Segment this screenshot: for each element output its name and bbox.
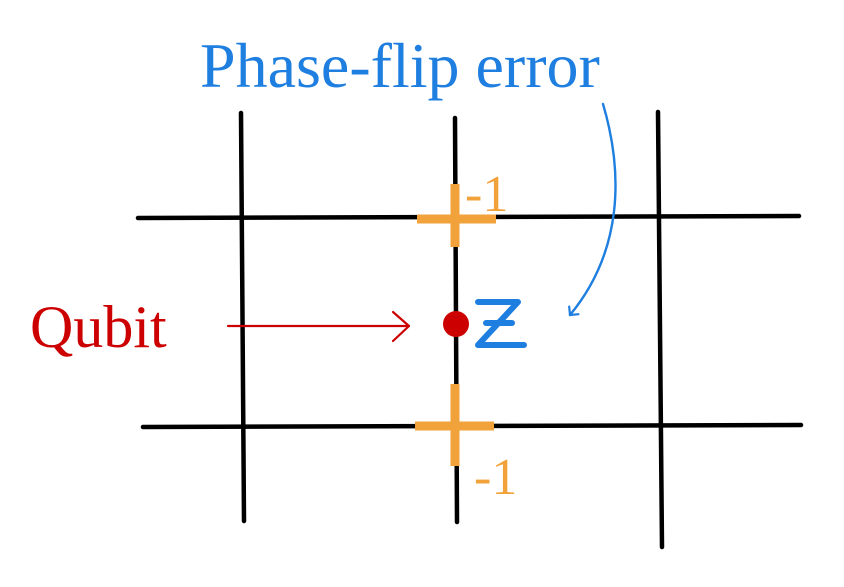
stabilizer-bottom-value: -1 [474, 449, 517, 506]
error-operator-label: Z [0, 0, 1, 1]
phase-flip-arrow [570, 102, 617, 317]
diagram-title: Phase-flip error [200, 30, 600, 101]
z-error-icon [475, 299, 527, 348]
grid-line-vertical-right [655, 109, 665, 550]
grid-line-vertical-left [238, 110, 247, 524]
qubit-arrow [226, 310, 411, 343]
qubit-dot [443, 311, 469, 337]
stabilizer-marker-bottom [415, 384, 494, 466]
stabilizer-top-value: -1 [465, 166, 508, 223]
qubit-label: Qubit [30, 294, 167, 360]
stabilizer-marker-top [417, 184, 496, 247]
